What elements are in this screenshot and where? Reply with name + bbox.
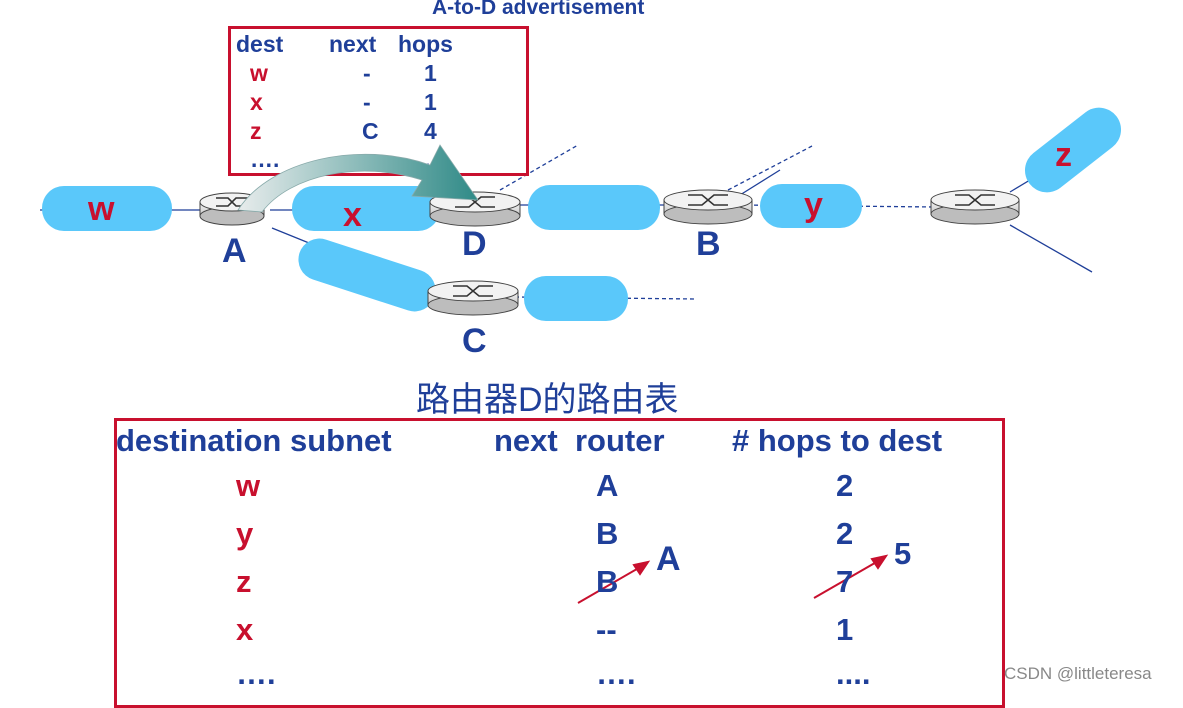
adv-row-hops: 4 (424, 118, 437, 144)
rt-updated-next: A (656, 540, 681, 578)
adv-header-hops: hops (398, 31, 453, 57)
network-diagram (40, 107, 1122, 604)
adv-row-dest: z (250, 118, 262, 144)
rt-row-hops: 2 (836, 468, 854, 503)
rt-row-next: A (596, 468, 619, 503)
rt-row-hops: 7 (836, 564, 854, 599)
next-correction-arrow (577, 565, 643, 604)
rt-updated-hops: 5 (894, 536, 912, 571)
correction-arrows (577, 554, 889, 604)
rt-row-hops: 2 (836, 516, 854, 551)
rt-row-dest: w (236, 468, 261, 503)
rt-header-hops: # hops to dest (732, 423, 943, 458)
adv-row-hops: 1 (424, 60, 437, 86)
adv-header-dest: dest (236, 31, 284, 57)
subnets (42, 107, 1122, 321)
adv-header-next: next (329, 31, 377, 57)
rt-row-dest: x (236, 612, 254, 647)
router-b-icon (663, 189, 753, 225)
rt-row-hops: .... (836, 656, 871, 691)
subnet-w-blob (42, 186, 172, 231)
subnet-db-blob (528, 185, 660, 230)
hops-correction-arrow (813, 559, 881, 599)
rt-row-dest: y (236, 516, 254, 551)
adv-row-next: - (363, 60, 371, 86)
subnet-z-blob (1024, 107, 1122, 193)
watermark: CSDN @littleteresa (1004, 664, 1152, 683)
rt-row-next: B (596, 564, 619, 599)
subnet-w-label: w (88, 190, 115, 228)
router-far-icon (930, 189, 1020, 225)
subnet-y-label: y (804, 186, 823, 224)
rt-header-dest: destination subnet (116, 423, 392, 458)
adv-row-next: C (362, 118, 379, 144)
advertisement-table (228, 26, 529, 176)
subnet-ac-blob (298, 238, 436, 312)
subnet-z-label: z (1055, 136, 1072, 174)
router-c-label: C (462, 322, 487, 360)
router-b-label: B (696, 225, 721, 263)
subnet-x-blob (292, 186, 440, 231)
rt-row-next: -- (596, 612, 617, 647)
rt-row-dest: …. (236, 656, 276, 691)
adv-row-dest: w (250, 60, 268, 86)
router-a-label: A (222, 232, 247, 270)
rt-row-hops: 1 (836, 612, 854, 647)
subnet-y-blob (760, 184, 862, 228)
advertisement-arrow (237, 144, 479, 213)
routing-table-title: 路由器D的路由表 (416, 381, 679, 419)
adv-row-next: - (363, 89, 371, 115)
adv-row-hops: 1 (424, 89, 437, 115)
rt-header-next: next router (494, 423, 665, 458)
adv-row-dest: x (250, 89, 263, 115)
rt-row-dest: z (236, 564, 252, 599)
router-c-icon (427, 280, 519, 316)
rt-row-next: …. (596, 656, 636, 691)
rt-row-next: B (596, 516, 619, 551)
advertisement-title: A-to-D advertisement (432, 0, 645, 19)
subnet-c-blob (524, 276, 628, 321)
adv-row-dest: …. (250, 146, 280, 172)
subnet-x-label: x (343, 196, 362, 234)
routers (199, 189, 1020, 316)
router-d-label: D (462, 225, 487, 263)
